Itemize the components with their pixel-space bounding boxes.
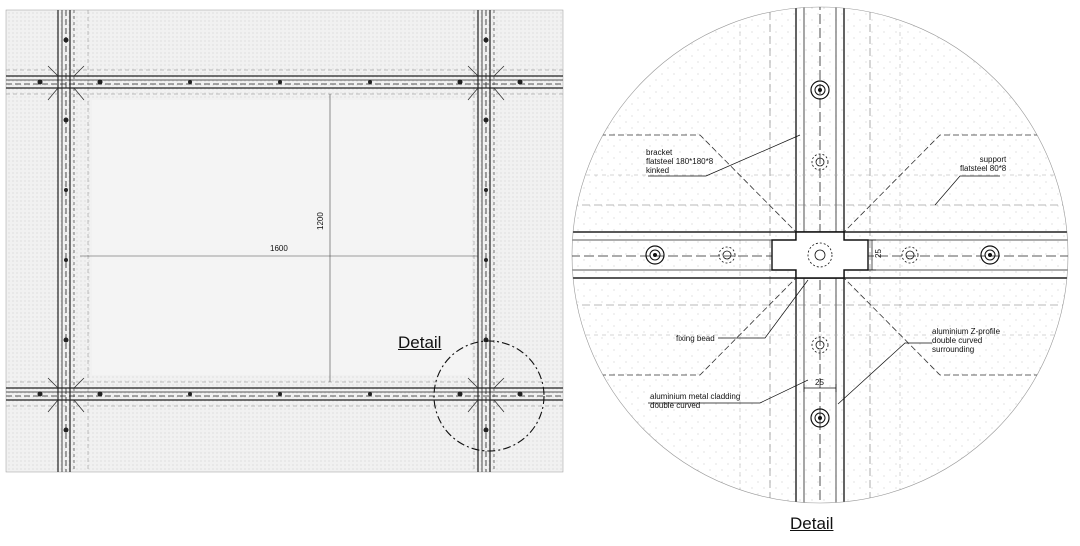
label-support-line2: flatsteel 80*8 (960, 164, 1007, 173)
plan-dimension-width: 1600 (270, 244, 288, 253)
plan-dimension-height: 1200 (316, 212, 325, 230)
vertical-joint-left (57, 10, 89, 472)
label-bracket: bracket flatsteel 180*180*8 kinked (646, 148, 713, 175)
detail-leader-lines (648, 134, 1000, 405)
detail-bracket-diagonals (600, 134, 1040, 376)
bolt-left (645, 245, 665, 265)
bolt-right (980, 245, 1000, 265)
label-zprofile: aluminium Z-profile double curved surrou… (932, 327, 1000, 354)
bolt-bottom (810, 408, 830, 428)
label-support: support flatsteel 80*8 (960, 155, 1006, 173)
plan-bolts (37, 37, 523, 433)
bolt-lower (811, 336, 829, 354)
bolt-right-inner (901, 246, 919, 264)
label-bracket-line1: bracket (646, 148, 673, 157)
detail-caption: Detail (790, 514, 834, 533)
detail-dimension-vertical: 25 (874, 249, 883, 258)
label-cladding-line1: aluminium metal cladding (650, 392, 741, 401)
bolt-top (810, 80, 830, 100)
label-bracket-line2: flatsteel 180*180*8 (646, 157, 714, 166)
plan-panel (92, 100, 472, 375)
vertical-joint-right (473, 10, 495, 472)
label-support-line1: support (979, 155, 1007, 164)
label-fixing-bead: fixing bead (676, 334, 715, 343)
detail-view (571, 6, 1069, 504)
bolt-left-inner (718, 246, 736, 264)
detail-marker-circle (433, 340, 545, 452)
detail-bolts (645, 80, 1000, 428)
label-bracket-line3: kinked (646, 166, 670, 175)
label-zprofile-line1: aluminium Z-profile (932, 327, 1001, 336)
detail-dimension-horizontal: 25 (815, 378, 824, 387)
plan-brackets (47, 65, 505, 413)
detail-dimension-lines (803, 239, 876, 392)
label-cladding: aluminium metal cladding double curved (650, 392, 740, 410)
bolt-upper (811, 153, 829, 171)
label-zprofile-line2: double curved (932, 336, 983, 345)
plan-detail-marker-label: Detail (398, 333, 442, 352)
plan-dimension-lines (80, 94, 478, 382)
label-zprofile-line3: surrounding (932, 345, 975, 354)
bolt-center (807, 242, 833, 268)
horizontal-joint-top (6, 69, 563, 95)
label-cladding-line2: double curved (650, 401, 701, 410)
plan-view (5, 9, 564, 473)
